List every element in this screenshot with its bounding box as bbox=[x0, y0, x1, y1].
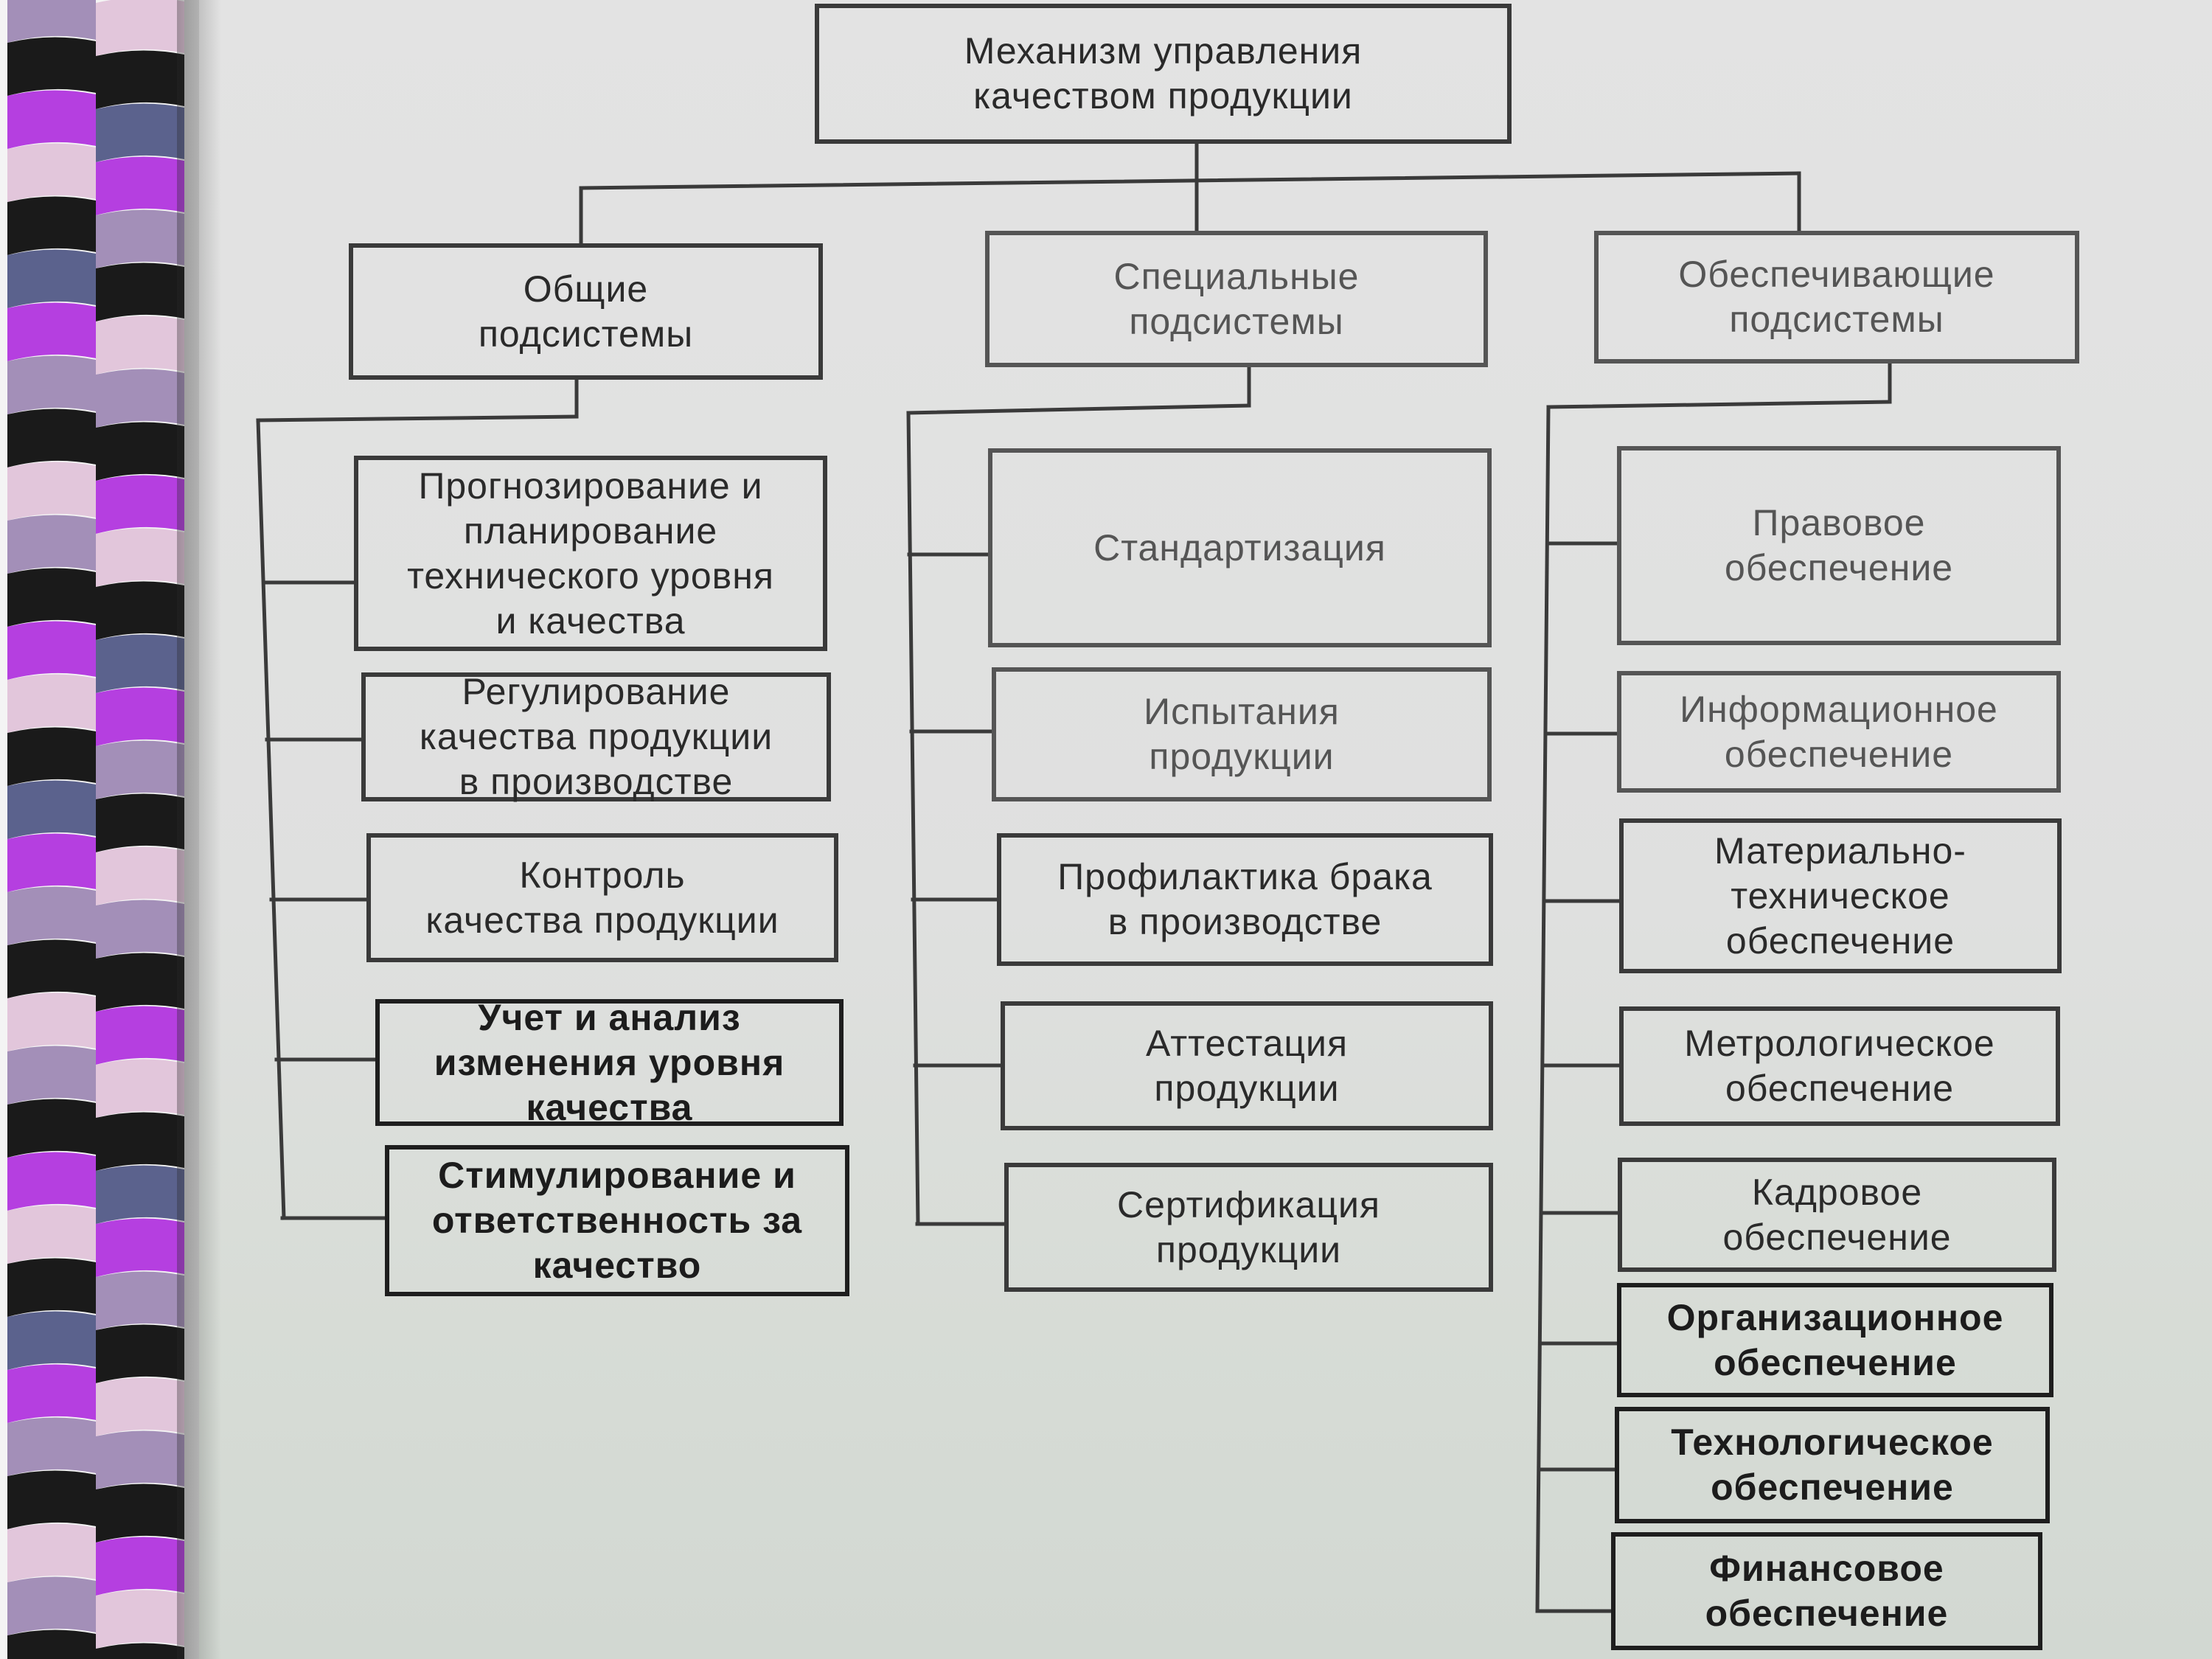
support-item-information: Информационное обеспечение bbox=[1617, 671, 2061, 793]
general-item-regulation: Регулирование качества продукции в произ… bbox=[361, 671, 831, 802]
support-item-label: Информационное обеспечение bbox=[1680, 688, 1998, 775]
support-item-label: Метрологическое обеспечение bbox=[1684, 1023, 1995, 1109]
special-item-attestation: Аттестация продукции bbox=[1001, 1001, 1493, 1130]
support-item-label: Организационное обеспечение bbox=[1666, 1296, 2004, 1383]
special-item-standardization: Стандартизация bbox=[988, 448, 1492, 647]
support-item-personnel: Кадровое обеспечение bbox=[1618, 1158, 2056, 1272]
group-support-header: Обеспечивающие подсистемы bbox=[1594, 231, 2079, 364]
general-item-stimulation: Стимулирование и ответственность за каче… bbox=[385, 1145, 849, 1296]
support-item-label: Технологическое обеспечение bbox=[1671, 1422, 1994, 1508]
special-item-label: Стандартизация bbox=[1093, 526, 1386, 568]
root-label: Механизм управления качеством продукции bbox=[964, 30, 1363, 116]
general-item-accounting: Учет и анализ изменения уровня качества bbox=[375, 997, 844, 1128]
group-special-header: Специальные подсистемы bbox=[985, 231, 1488, 367]
general-item-label: Стимулирование и ответственность за каче… bbox=[431, 1155, 803, 1286]
special-item-label: Сертификация продукции bbox=[1117, 1183, 1380, 1270]
special-item-label: Аттестация продукции bbox=[1145, 1022, 1349, 1109]
special-item-testing: Испытания продукции bbox=[992, 667, 1492, 801]
support-item-legal: Правовое обеспечение bbox=[1617, 446, 2061, 645]
special-item-label: Испытания продукции bbox=[1144, 691, 1340, 777]
general-item-label: Контроль качества продукции bbox=[425, 854, 779, 941]
special-item-defect-prevention: Профилактика брака в производстве bbox=[997, 833, 1493, 966]
group-special-title: Специальные подсистемы bbox=[1113, 255, 1360, 342]
group-support-title: Обеспечивающие подсистемы bbox=[1678, 254, 1995, 340]
support-item-material: Материально- техническое обеспечение bbox=[1619, 818, 2062, 973]
general-item-label: Прогнозирование и планирование техническ… bbox=[407, 465, 774, 641]
general-item-label: Регулирование качества продукции в произ… bbox=[419, 671, 773, 802]
general-item-label: Учет и анализ изменения уровня качества bbox=[434, 996, 785, 1128]
paper-background bbox=[199, 0, 2212, 1659]
special-item-certification: Сертификация продукции bbox=[1004, 1163, 1493, 1292]
root-node: Механизм управления качеством продукции bbox=[815, 4, 1512, 144]
group-general-title: Общие подсистемы bbox=[478, 268, 694, 355]
decorative-stripe-border bbox=[0, 0, 199, 1659]
paper-edge-shadow bbox=[177, 0, 221, 1659]
support-item-organizational: Организационное обеспечение bbox=[1617, 1283, 2053, 1397]
support-item-financial: Финансовое обеспечение bbox=[1611, 1532, 2042, 1650]
special-item-label: Профилактика брака в производстве bbox=[1057, 856, 1433, 942]
support-item-label: Кадровое обеспечение bbox=[1722, 1171, 1952, 1258]
support-item-label: Правовое обеспечение bbox=[1724, 502, 1954, 588]
support-item-metrology: Метрологическое обеспечение bbox=[1619, 1006, 2060, 1126]
general-item-forecasting: Прогнозирование и планирование техническ… bbox=[354, 456, 827, 651]
group-general-header: Общие подсистемы bbox=[349, 243, 823, 380]
support-item-technological: Технологическое обеспечение bbox=[1615, 1407, 2050, 1523]
support-item-label: Материально- техническое обеспечение bbox=[1714, 830, 1966, 961]
general-item-control: Контроль качества продукции bbox=[366, 833, 838, 962]
support-item-label: Финансовое обеспечение bbox=[1705, 1548, 1949, 1634]
